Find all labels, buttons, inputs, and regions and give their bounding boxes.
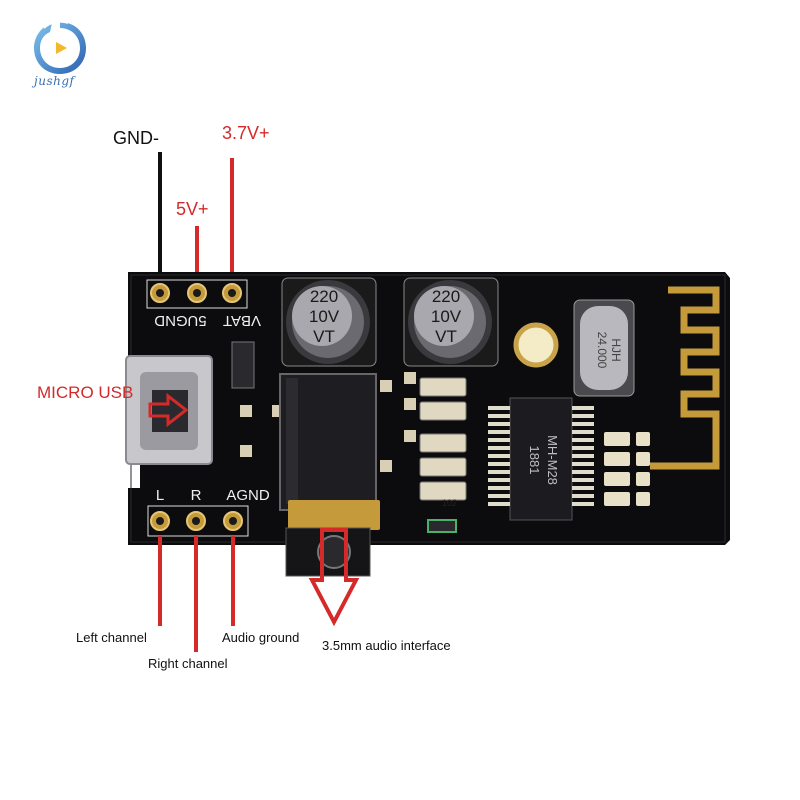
smd-pads	[240, 372, 416, 472]
silk-gnd: GND	[154, 312, 188, 329]
gnd-label: GND-	[113, 128, 159, 148]
crystal-oscillator	[573, 299, 635, 397]
right-channel-label: Right channel	[148, 656, 228, 671]
silk-agnd: AGND	[226, 487, 270, 504]
audio-interface-label: 3.5mm audio interface	[322, 638, 451, 653]
chip-pins-right	[572, 406, 594, 506]
antenna-pads	[604, 432, 650, 506]
capacitor-left	[281, 277, 377, 367]
pcb-antenna	[650, 286, 720, 470]
audio-interface-arrow	[308, 528, 360, 627]
audio-jack	[279, 373, 380, 577]
cap-left-voltage: 10V	[309, 307, 340, 326]
micro-usb-port	[125, 355, 213, 465]
resistor-code: 102	[442, 498, 457, 508]
v5-label: 5V+	[176, 199, 209, 219]
micro-usb-label: MICRO USB	[37, 383, 134, 402]
main-chip	[509, 397, 573, 521]
top-pin-header	[146, 279, 248, 309]
silk-5u: 5U	[187, 312, 206, 329]
diode	[231, 341, 255, 389]
v37-label: 3.7V+	[222, 123, 270, 143]
silk-r: R	[191, 487, 202, 504]
brand-logo-icon	[34, 20, 86, 74]
capacitor-right	[403, 277, 499, 367]
cap-right-value: 220	[432, 287, 460, 306]
crystal-freq: 24.000	[595, 332, 609, 369]
brand-logo-text: jushgf	[34, 74, 75, 88]
led	[427, 519, 457, 533]
left-channel-label: Left channel	[76, 630, 147, 645]
resistor-array	[419, 377, 467, 501]
crystal-brand: HJH	[609, 338, 623, 361]
audio-ground-label: Audio ground	[222, 630, 300, 645]
chip-pins-left	[488, 406, 510, 506]
gold-pad	[513, 322, 559, 368]
silk-vbat: VBAT	[223, 312, 261, 329]
chip-model: MH-M28	[545, 435, 560, 485]
usb-arrow	[148, 392, 189, 428]
chip-code: 1881	[527, 446, 542, 475]
silk-l: L	[156, 487, 164, 504]
cap-left-series: VT	[313, 327, 335, 346]
cap-left-value: 220	[310, 287, 338, 306]
cap-right-voltage: 10V	[431, 307, 462, 326]
cap-right-series: VT	[435, 327, 457, 346]
